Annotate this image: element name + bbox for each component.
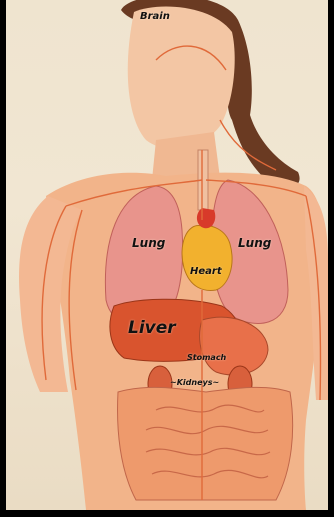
anatomy-drawing [6, 0, 328, 510]
liver-label: Liver [128, 318, 176, 338]
kidneys-label: ~Kidneys~ [170, 378, 219, 387]
face [128, 7, 235, 149]
anatomy-illustration: Brain Lung Lung Heart Liver Stomach ~Kid… [6, 0, 328, 510]
brain-label: Brain [140, 11, 170, 22]
neck [152, 132, 220, 180]
heart-label: Heart [190, 266, 222, 277]
stomach-label: Stomach [187, 353, 226, 362]
right-lung-label: Lung [238, 236, 271, 250]
left-lung-label: Lung [132, 236, 165, 250]
large-intestine [118, 387, 293, 500]
